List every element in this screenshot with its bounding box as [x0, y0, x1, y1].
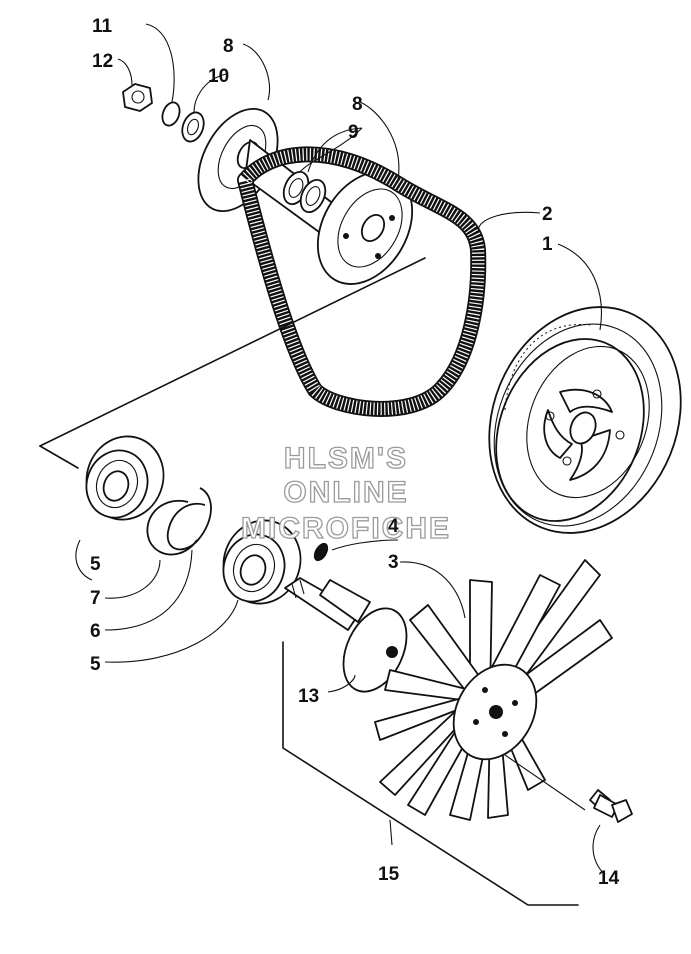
- bolt: [589, 789, 633, 823]
- callout-11: 11: [92, 16, 113, 37]
- callout-14: 14: [598, 868, 620, 889]
- callout-4: 4: [388, 516, 399, 537]
- watermark-line-2: ONLINE: [283, 476, 408, 509]
- callout-5-lower: 5: [90, 654, 101, 675]
- callout-12: 12: [92, 51, 113, 72]
- callout-3: 3: [388, 552, 399, 573]
- callout-labels: 11 12 8 10 8 9 2 1 4 3 5 7 6 5 13 15 14: [90, 16, 620, 889]
- cooling-fan: [374, 559, 613, 821]
- drive-belt: [237, 146, 487, 417]
- callout-2: 2: [542, 204, 553, 225]
- watermark: HLSM'S ONLINE MICROFICHE: [240, 441, 451, 545]
- shaft-assembly: [85, 435, 408, 693]
- watermark-line-3: MICROFICHE: [241, 512, 451, 545]
- callout-10: 10: [208, 66, 229, 87]
- drive-pulley: [488, 306, 682, 534]
- callout-7: 7: [90, 588, 101, 609]
- callout-9: 9: [348, 122, 359, 143]
- callout-5-upper: 5: [90, 554, 101, 575]
- watermark-line-1: HLSM'S: [284, 442, 408, 475]
- leader-lines: [39, 23, 606, 906]
- callout-6: 6: [90, 621, 101, 642]
- callout-8-right: 8: [352, 94, 363, 115]
- upper-pulley-assembly: [122, 83, 414, 285]
- callout-1: 1: [542, 234, 553, 255]
- callout-15: 15: [378, 864, 400, 885]
- callout-8-top: 8: [223, 36, 234, 57]
- callout-13: 13: [298, 686, 319, 707]
